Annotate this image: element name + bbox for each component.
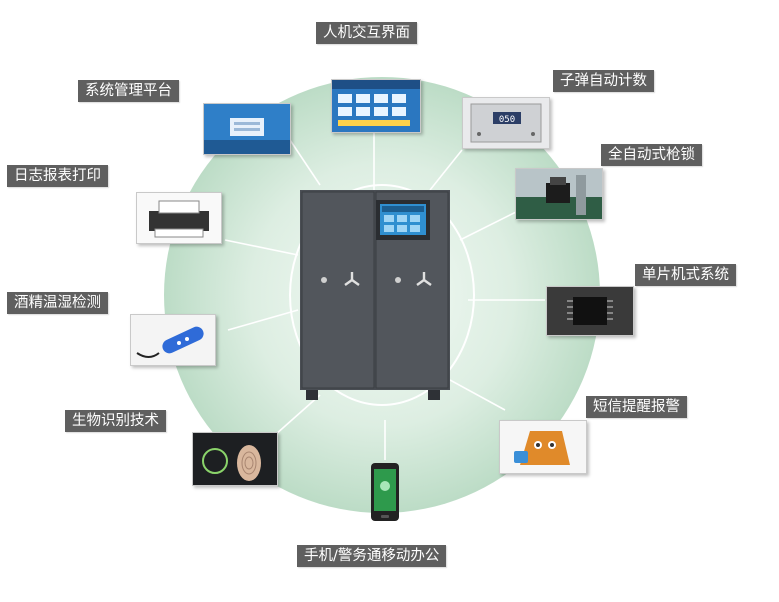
- printer-icon: [136, 192, 222, 244]
- feature-label-bio: 生物识别技术: [65, 410, 166, 432]
- feature-label-hmi: 人机交互界面: [316, 22, 417, 44]
- touchscreen-ui-icon: [331, 79, 421, 133]
- cabinet-icon: [300, 190, 450, 400]
- feature-label-mobile: 手机/警务通移动办公: [297, 545, 447, 567]
- feature-label-log: 日志报表打印: [7, 165, 108, 187]
- feature-label-sms: 短信提醒报警: [586, 396, 687, 418]
- gun-lock-icon: [515, 168, 603, 220]
- counter-display-icon: 050: [462, 97, 550, 149]
- inner-ring: [289, 184, 475, 406]
- chip-board-icon: [546, 286, 634, 336]
- fingerprint-icon: [192, 432, 278, 486]
- feature-label-bullet: 子弹自动计数: [553, 70, 654, 92]
- breathalyzer-icon: [130, 314, 216, 366]
- connector-lines: [224, 130, 545, 460]
- feature-label-mgmt: 系统管理平台: [78, 80, 179, 102]
- login-screen-icon: [203, 103, 291, 155]
- feature-label-lock: 全自动式枪锁: [601, 144, 702, 166]
- feature-label-alcohol: 酒精温湿检测: [7, 292, 108, 314]
- feature-label-mcu: 单片机式系统: [635, 264, 736, 286]
- alarm-mascot-icon: [499, 420, 587, 474]
- smartphone-icon: [370, 462, 400, 526]
- gun-safe-cabinet: [300, 190, 458, 408]
- svg-text:050: 050: [499, 115, 515, 125]
